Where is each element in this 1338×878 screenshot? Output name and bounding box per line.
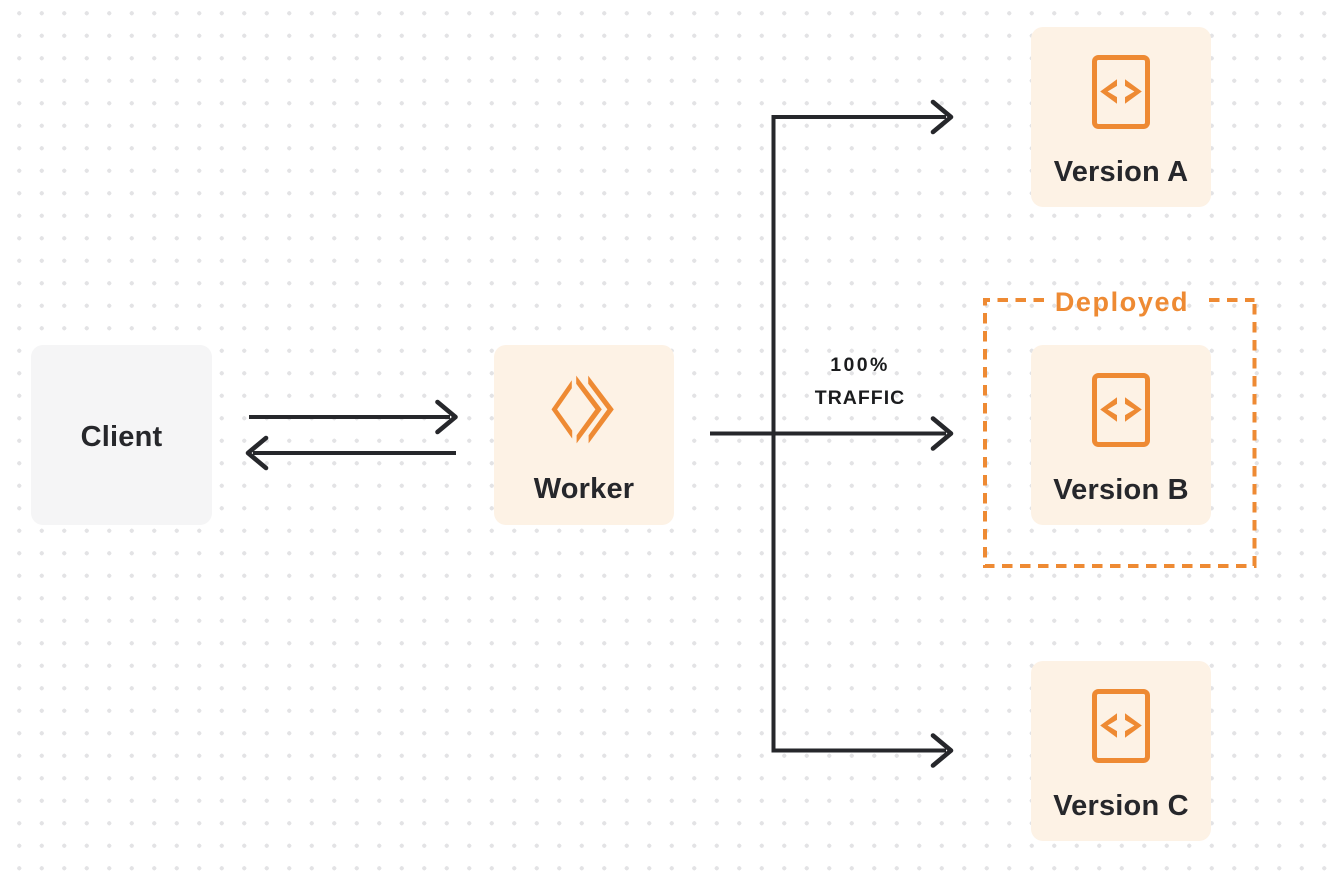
- traffic-percentage-label: 100% TRAFFIC: [770, 349, 950, 415]
- arrowhead-version-b-icon: [930, 416, 954, 451]
- version-c-label: Version C: [1053, 790, 1189, 822]
- response-arrow: [245, 435, 456, 471]
- arrowhead-version-c-icon: [930, 733, 954, 768]
- node-version-a: Version A: [1031, 27, 1211, 207]
- code-file-icon: [1092, 689, 1150, 763]
- client-label: Client: [80, 420, 163, 453]
- traffic-split-lines: [710, 99, 954, 768]
- node-version-b: Version B: [1031, 345, 1211, 525]
- deployed-zone-label: Deployed: [1054, 287, 1190, 317]
- arrowhead-version-a-icon: [930, 99, 954, 135]
- version-a-label: Version A: [1053, 156, 1189, 188]
- node-version-c: Version C: [1031, 661, 1211, 841]
- traffic-percentage-line1: 100%: [830, 354, 890, 376]
- cloudflare-workers-logo-icon: [551, 375, 617, 445]
- node-worker: Worker: [494, 345, 674, 525]
- node-client: Client: [31, 345, 212, 525]
- traffic-percentage-line2: TRAFFIC: [814, 387, 906, 409]
- request-arrow: [249, 399, 458, 435]
- code-file-icon: [1092, 55, 1150, 129]
- arrowhead-right-icon: [435, 399, 458, 435]
- worker-label: Worker: [533, 473, 635, 505]
- arrowhead-left-icon: [245, 435, 269, 471]
- version-b-label: Version B: [1053, 474, 1189, 506]
- code-file-icon: [1092, 373, 1150, 447]
